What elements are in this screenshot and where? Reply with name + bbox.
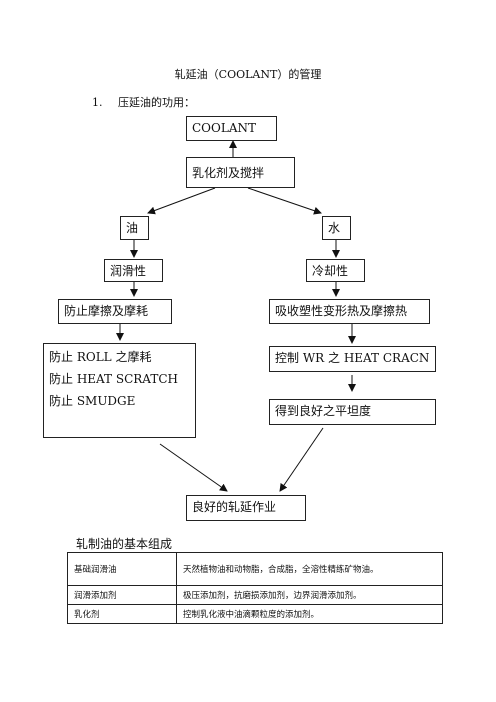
table-cell-name: 基础润滑油 xyxy=(67,552,177,586)
table-row: 基础润滑油 天然植物油和动物脂，合成脂，全溶性精练矿物油。 xyxy=(67,552,443,586)
prevent-list-item: 防止 ROLL 之摩耗 xyxy=(49,350,152,364)
result-box: 良好的轧延作业 xyxy=(186,495,306,521)
arrow-flatness-to-result xyxy=(279,427,324,492)
arrow-emulsifier-to-oil xyxy=(147,187,216,215)
arrow-emulsifier-to-water xyxy=(247,187,322,215)
water-label: 水 xyxy=(328,221,341,235)
composition-title: 轧制油的基本组成 xyxy=(76,537,173,551)
prevent-wear-box: 防止摩擦及摩耗 xyxy=(58,299,172,324)
lubricity-box: 润滑性 xyxy=(104,259,163,282)
table-cell-name: 乳化剂 xyxy=(67,604,177,624)
coolant-box: COOLANT xyxy=(186,116,277,141)
control-wr-label: 控制 WR 之 HEAT CRACN xyxy=(275,351,430,365)
cooling-label: 冷却性 xyxy=(312,264,349,278)
oil-label: 油 xyxy=(126,221,139,235)
lubricity-label: 润滑性 xyxy=(110,264,147,278)
section-text: 压延油的功用： xyxy=(118,96,195,109)
emulsifier-box: 乳化剂及搅拌 xyxy=(186,157,295,188)
section-number: 1. xyxy=(92,96,103,109)
coolant-label: COOLANT xyxy=(192,121,256,135)
prevent-list-item: 防止 HEAT SCRATCH xyxy=(49,372,178,386)
emulsifier-label: 乳化剂及搅拌 xyxy=(192,166,265,180)
flatness-box: 得到良好之平坦度 xyxy=(269,399,436,425)
document-title: 轧延油（COOLANT）的管理 xyxy=(174,68,322,81)
table-row: 润滑添加剂 极压添加剂，抗磨损添加剂，边界润滑添加剂。 xyxy=(67,585,443,605)
section-heading: 1. 压延油的功用： xyxy=(92,94,195,110)
table-cell-desc: 极压添加剂，抗磨损添加剂，边界润滑添加剂。 xyxy=(176,585,443,605)
control-wr-box: 控制 WR 之 HEAT CRACN xyxy=(269,346,436,372)
absorb-heat-label: 吸收塑性变形热及摩擦热 xyxy=(275,304,408,318)
oil-box: 油 xyxy=(120,216,149,240)
prevent-list-item: 防止 SMUDGE xyxy=(49,394,136,408)
result-label: 良好的轧延作业 xyxy=(192,500,277,514)
cooling-box: 冷却性 xyxy=(306,259,365,282)
table-cell-desc: 控制乳化液中油滴颗粒度的添加剂。 xyxy=(176,604,443,624)
water-box: 水 xyxy=(322,216,351,240)
table-row: 乳化剂 控制乳化液中油滴颗粒度的添加剂。 xyxy=(67,604,443,624)
table-cell-name: 润滑添加剂 xyxy=(67,585,177,605)
prevent-list-box: 防止 ROLL 之摩耗 防止 HEAT SCRATCH 防止 SMUDGE xyxy=(43,343,196,438)
table-cell-desc: 天然植物油和动物脂，合成脂，全溶性精练矿物油。 xyxy=(176,552,443,586)
flatness-label: 得到良好之平坦度 xyxy=(275,404,372,418)
arrow-list-to-result xyxy=(159,443,228,492)
composition-table: 基础润滑油 天然植物油和动物脂，合成脂，全溶性精练矿物油。 润滑添加剂 极压添加… xyxy=(67,552,443,624)
prevent-wear-label: 防止摩擦及摩耗 xyxy=(64,304,149,318)
absorb-heat-box: 吸收塑性变形热及摩擦热 xyxy=(269,299,430,324)
